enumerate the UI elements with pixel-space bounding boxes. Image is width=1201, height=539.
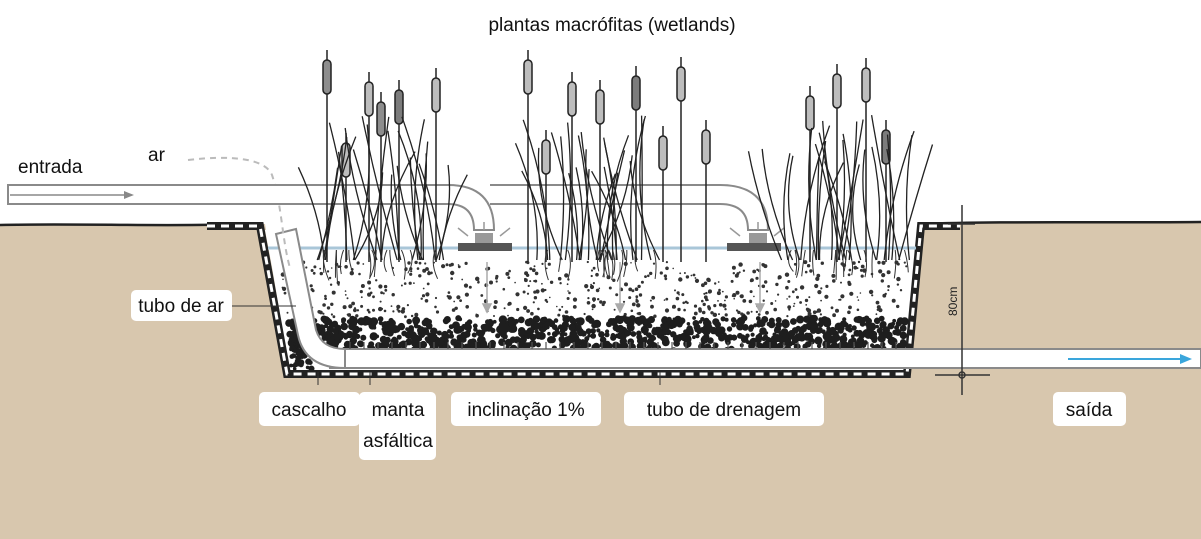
label-entrada: entrada — [18, 157, 83, 178]
depth-label: 80cm — [946, 287, 960, 316]
reed-plants — [298, 50, 932, 282]
svg-text:asfáltica: asfáltica — [363, 431, 433, 452]
svg-text:cascalho: cascalho — [272, 400, 347, 421]
label-tubo-de-drenagem: tubo de drenagem — [624, 392, 824, 426]
label-tubo-de-ar: tubo de ar — [131, 290, 232, 321]
svg-text:tubo de ar: tubo de ar — [138, 296, 224, 317]
label-manta-asfaltica: manta asfáltica — [359, 392, 436, 460]
label-ar: ar — [148, 145, 166, 166]
label-cascalho: cascalho — [259, 392, 360, 426]
svg-text:saída: saída — [1066, 400, 1113, 421]
svg-text:manta: manta — [372, 400, 425, 421]
label-saida: saída — [1053, 392, 1126, 426]
label-inclinacao: inclinação 1% — [451, 392, 601, 426]
svg-text:tubo de drenagem: tubo de drenagem — [647, 400, 801, 421]
diagram-title: plantas macrófitas (wetlands) — [488, 15, 735, 36]
svg-text:inclinação 1%: inclinação 1% — [467, 400, 584, 421]
